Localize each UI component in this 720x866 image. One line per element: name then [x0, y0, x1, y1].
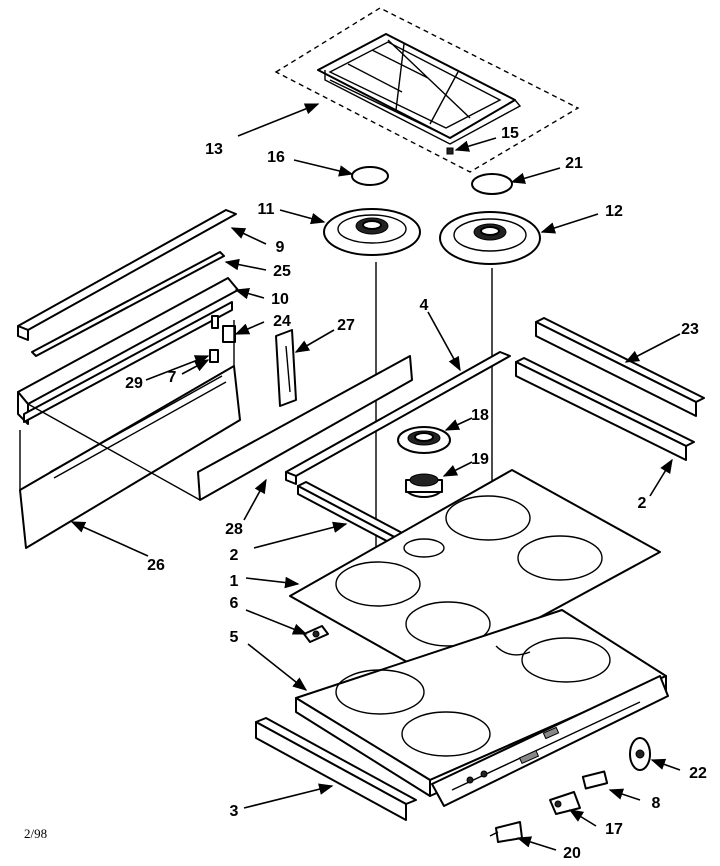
callout-21: 21 — [565, 155, 583, 172]
clip-22 — [629, 737, 651, 771]
spark-module-17 — [549, 791, 581, 815]
callout-3: 3 — [230, 803, 239, 820]
burner-cap-right — [471, 173, 513, 195]
callout-17: 17 — [605, 821, 623, 838]
callout-16: 16 — [267, 149, 285, 166]
rod-25 — [31, 251, 225, 357]
callout-15: 15 — [501, 125, 519, 142]
grate-assembly — [274, 7, 580, 173]
callout-2-right: 2 — [638, 495, 647, 512]
callout-29: 29 — [125, 375, 143, 392]
valve-8 — [581, 770, 609, 790]
callout-24: 24 — [273, 313, 291, 330]
footer-code: 2/98 — [24, 826, 47, 841]
callout-27: 27 — [337, 317, 355, 334]
callout-7: 7 — [168, 369, 177, 386]
grate-foot — [446, 147, 454, 155]
back-panel-26 — [19, 365, 241, 549]
clip-7 — [209, 349, 219, 363]
callout-4: 4 — [420, 297, 429, 314]
callout-13: 13 — [205, 141, 223, 158]
igniter-20 — [489, 821, 523, 843]
callout-28: 28 — [225, 521, 243, 538]
drip-bowl-right — [439, 211, 541, 265]
callout-2-left: 2 — [230, 547, 239, 564]
callout-23: 23 — [681, 321, 699, 338]
callout-25: 25 — [273, 263, 291, 280]
callout-5: 5 — [230, 629, 239, 646]
callout-6: 6 — [230, 595, 239, 612]
callout-20: 20 — [563, 845, 581, 862]
control-rail — [431, 675, 669, 807]
callout-1: 1 — [230, 573, 239, 590]
panel-28 — [197, 355, 413, 501]
drip-bowl-left — [323, 208, 421, 256]
callout-10: 10 — [271, 291, 289, 308]
callout-18: 18 — [471, 407, 489, 424]
switch-24 — [222, 325, 236, 343]
callout-26: 26 — [147, 557, 165, 574]
trim-9 — [17, 209, 237, 331]
backguard-assembly — [17, 209, 413, 549]
burner-base — [405, 473, 443, 498]
burner-head — [397, 426, 451, 454]
callout-11: 11 — [258, 201, 275, 218]
callout-22: 22 — [689, 765, 707, 782]
cooktop-panel — [289, 469, 661, 677]
bracket-6 — [303, 625, 329, 643]
bracket-27 — [275, 329, 297, 407]
callout-19: 19 — [471, 451, 489, 468]
callout-9: 9 — [276, 239, 285, 256]
burner-cap-left — [351, 166, 389, 186]
callout-8: 8 — [652, 795, 661, 812]
callout-12: 12 — [605, 203, 623, 220]
